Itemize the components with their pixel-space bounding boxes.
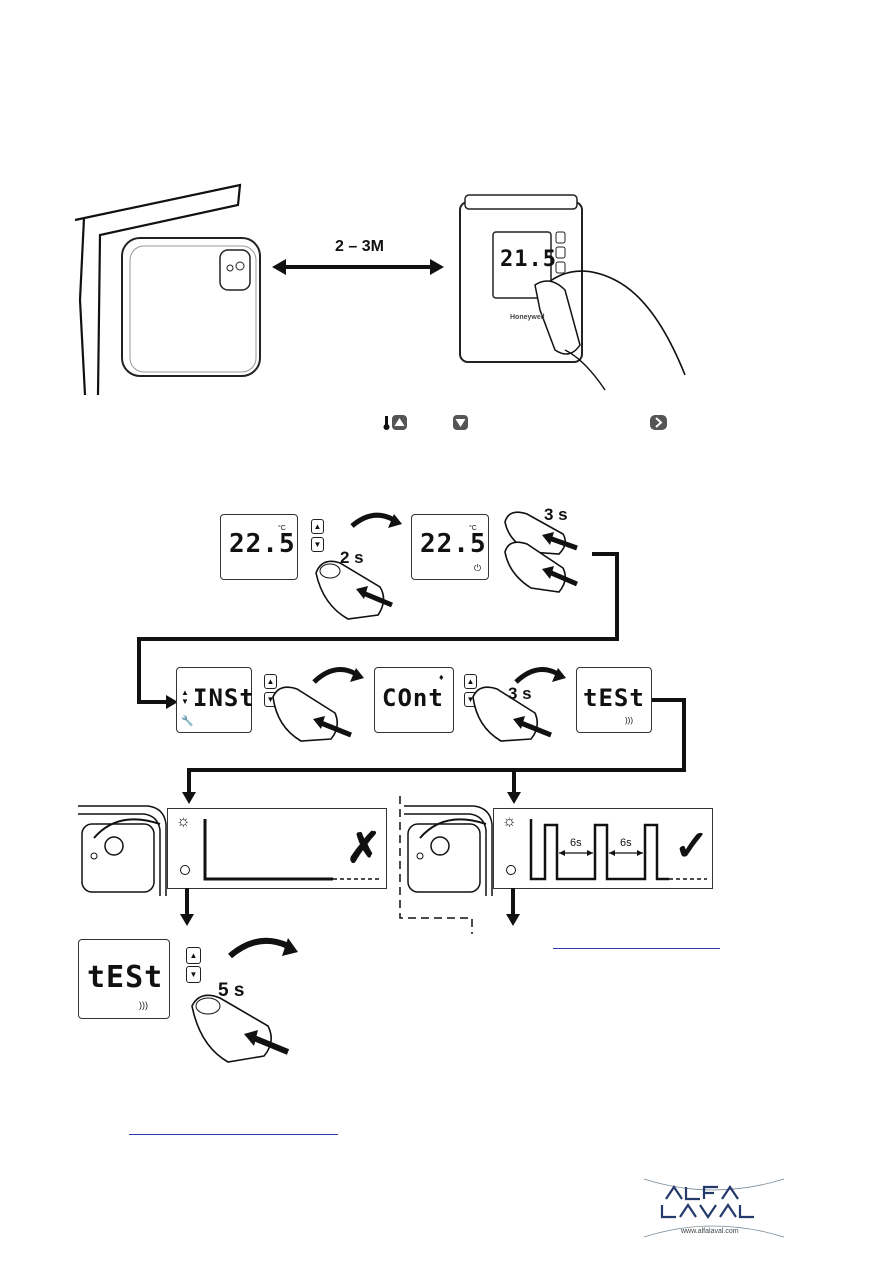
ok-down-arrow xyxy=(506,888,520,926)
step4-arrow xyxy=(514,667,566,684)
step5-display: tESt ))) xyxy=(576,667,652,733)
link-underline-2[interactable] xyxy=(129,1134,338,1135)
dashed-divider xyxy=(399,796,473,934)
wrench-icon: 🔧 xyxy=(181,716,194,727)
distance-label: 2 – 3M xyxy=(335,238,384,255)
led-icon: ☼ xyxy=(502,813,517,830)
fail-panel: ☼ ✗ xyxy=(167,808,387,889)
flow-connector-1 xyxy=(137,552,619,709)
alfa-laval-logo xyxy=(643,1178,785,1238)
exit-finger xyxy=(191,994,290,1063)
exit-time: 5 s xyxy=(218,980,245,1001)
step1-finger xyxy=(315,560,393,620)
exit-arrow xyxy=(228,937,298,959)
fail-mark: ✗ xyxy=(346,824,382,871)
ok-receiver xyxy=(404,805,493,896)
step3-display: ▲▼ INSt 🔧 xyxy=(176,667,254,733)
step4-up-button[interactable]: ▲ xyxy=(464,674,477,689)
thermostat-display: 21.5 xyxy=(500,247,557,272)
step2-display: 22.5 °C ⏻ xyxy=(411,514,489,580)
step1-display: 22.5 °C xyxy=(220,514,298,580)
step2-fingers xyxy=(504,511,578,593)
flame-icon: ♦ xyxy=(439,672,444,682)
led-icon: ☼ xyxy=(176,813,191,830)
fail-receiver xyxy=(78,805,167,896)
step3-finger xyxy=(272,686,352,742)
step4-finger xyxy=(472,686,552,742)
step4-display: COnt ♦ xyxy=(374,667,454,733)
hand-thermostat-illustration xyxy=(459,194,686,391)
power-icon: ⏻ xyxy=(474,563,482,573)
link-underline-1[interactable] xyxy=(553,948,720,949)
thermometer-up-icon xyxy=(383,415,407,430)
step5-time: 3 s xyxy=(508,684,532,703)
ok-mark: ✓ xyxy=(674,822,710,869)
footer-url: www.alfalaval.com xyxy=(681,1228,739,1235)
ok-panel: ☼ 6s 6s ✓ xyxy=(493,808,713,889)
fail-down-arrow xyxy=(180,888,194,926)
flow-connector-2 xyxy=(182,698,686,804)
distance-arrow xyxy=(272,259,444,275)
step1-arrow xyxy=(350,512,402,528)
brand-logo: Honeywell xyxy=(510,314,545,321)
next-icon xyxy=(650,415,667,430)
step2-time: 3 s xyxy=(544,505,568,524)
step1-time: 2 s xyxy=(340,548,364,567)
down-icon xyxy=(453,415,468,430)
exit-down-button[interactable]: ▼ xyxy=(186,966,201,983)
wall-receiver-illustration xyxy=(74,183,261,396)
step1-down-button[interactable]: ▼ xyxy=(311,537,324,552)
exit-up-button[interactable]: ▲ xyxy=(186,947,201,964)
step3-arrow xyxy=(312,667,364,684)
step1-up-button[interactable]: ▲ xyxy=(311,519,324,534)
step3-up-button[interactable]: ▲ xyxy=(264,674,277,689)
exit-display: tESt ))) xyxy=(78,939,170,1019)
